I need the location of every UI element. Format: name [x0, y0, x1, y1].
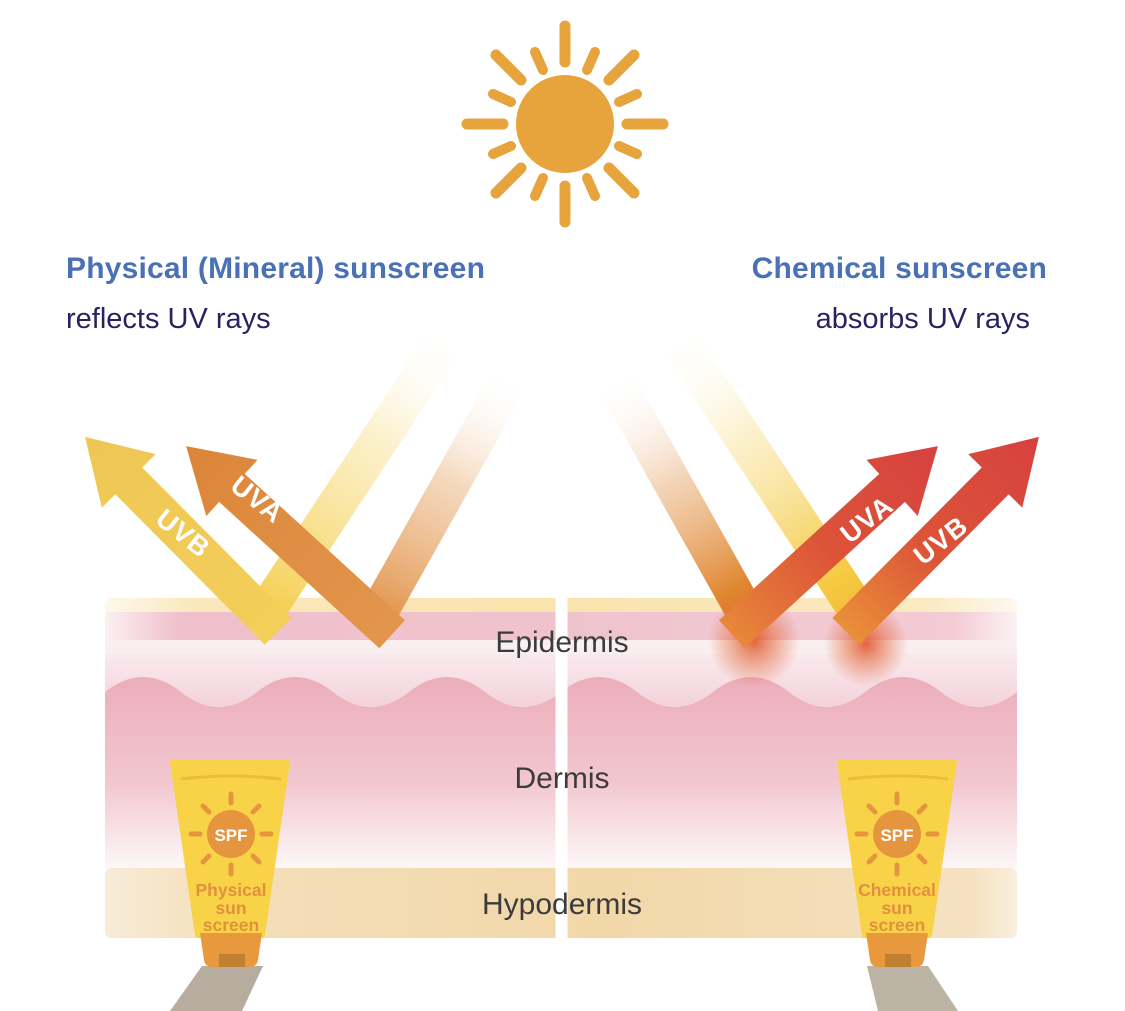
- chemical-sunscreen-subtitle: absorbs UV rays: [815, 303, 1030, 335]
- tube-crimp-line: [847, 774, 949, 781]
- sun-icon: [461, 20, 669, 228]
- physical-sunscreen-tube: SPF Physical sun screen: [170, 759, 290, 1011]
- tube-cap: [866, 933, 928, 967]
- spf-sun-badge: SPF: [188, 791, 274, 877]
- tube-label-line1: Physical: [195, 880, 266, 900]
- tube-label-line1: Chemical: [858, 880, 936, 900]
- tube-shadow: [170, 966, 263, 1011]
- tube-nozzle: [885, 954, 911, 967]
- tube-label-line2: sun: [215, 898, 246, 918]
- uva-incoming-ray-right: [595, 365, 771, 638]
- skin-center-divider: [555, 596, 568, 940]
- spf-badge-text: SPF: [880, 826, 913, 845]
- uvb-reflected-arrow: [85, 436, 292, 645]
- tube-label-line2: sun: [881, 898, 912, 918]
- chemical-sunscreen-title: Chemical sunscreen: [751, 252, 1047, 285]
- uvb-incoming-ray-right: [656, 319, 883, 636]
- tube-label-text: Physical sun screen: [195, 880, 266, 935]
- tube-nozzle: [219, 954, 245, 967]
- uva-absorbed-arrow: [719, 446, 938, 649]
- hypodermis-label: Hypodermis: [481, 888, 643, 921]
- epidermis-label: Epidermis: [495, 626, 629, 659]
- chemical-sunscreen-tube: SPF Chemical sun screen: [837, 759, 958, 1011]
- tube-label-line3: screen: [869, 915, 925, 935]
- dermis-label: Dermis: [514, 762, 610, 795]
- tube-cap: [200, 933, 262, 967]
- tube-shadow: [867, 966, 958, 1011]
- spf-sun-badge: SPF: [854, 791, 940, 877]
- physical-sunscreen-subtitle: reflects UV rays: [66, 303, 271, 335]
- tube-label-line3: screen: [203, 915, 259, 935]
- physical-sunscreen-title: Physical (Mineral) sunscreen: [66, 252, 486, 285]
- uva-incoming-ray-left: [353, 365, 529, 638]
- uvb-incoming-ray-left: [241, 319, 468, 636]
- tube-crimp-line: [180, 774, 282, 781]
- uva-reflected-arrow: [186, 446, 405, 649]
- spf-badge-text: SPF: [214, 826, 247, 845]
- tube-label-text: Chemical sun screen: [858, 880, 936, 935]
- uvb-absorbed-arrow: [832, 436, 1039, 645]
